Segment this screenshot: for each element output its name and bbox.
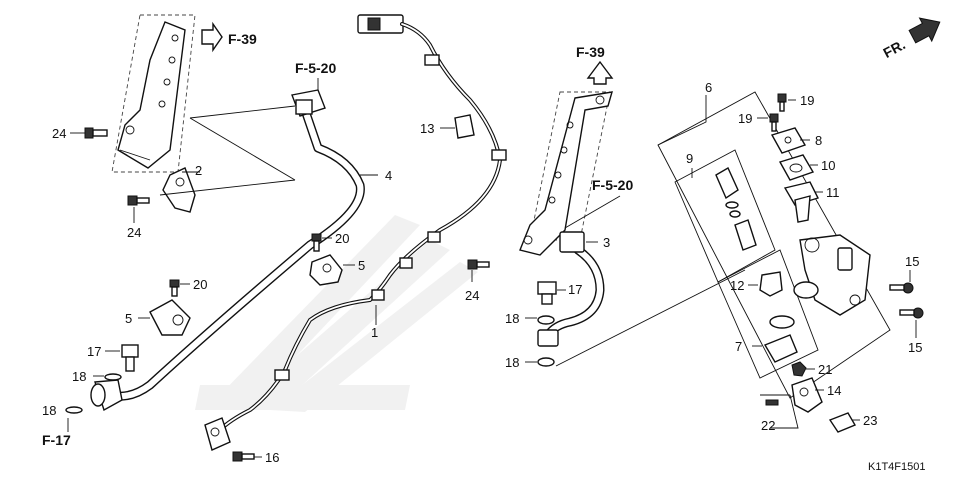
- callout-17a: 17: [87, 344, 101, 359]
- part-23-cap: [828, 412, 857, 433]
- callout-7: 7: [735, 339, 742, 354]
- part-17-bolt-left: [121, 344, 139, 372]
- ref-arrow-f39-center: [586, 60, 614, 85]
- part-18-washer-3: [537, 315, 555, 325]
- callout-5b: 5: [125, 311, 132, 326]
- part-5-clamp-upper: [309, 254, 343, 286]
- callout-18b: 18: [42, 403, 56, 418]
- part-19-bolt-2: [769, 113, 779, 132]
- part-13-clip: [454, 114, 475, 139]
- callout-16: 16: [265, 450, 279, 465]
- callout-15a: 15: [905, 254, 919, 269]
- callout-12: 12: [730, 278, 744, 293]
- left-bracket-group: [111, 14, 196, 173]
- part-16-bolt: [232, 451, 255, 462]
- callout-9: 9: [686, 151, 693, 166]
- callout-11: 11: [826, 185, 840, 200]
- callout-13: 13: [420, 121, 434, 136]
- ref-f39-center: F-39: [576, 44, 605, 60]
- direction-arrow-fr: FR.: [880, 17, 941, 61]
- callout-23: 23: [863, 413, 877, 428]
- part-4-brake-hose: [90, 89, 365, 412]
- callout-17b: 17: [568, 282, 582, 297]
- ref-f520-left: F-5-20: [295, 60, 336, 76]
- part-15-bolt-2: [899, 307, 924, 319]
- inner-group-7: [717, 249, 819, 379]
- part-24-bolt-lower: [127, 195, 150, 206]
- leader-line: [189, 105, 296, 119]
- part-21-nut: [791, 361, 807, 377]
- callout-8: 8: [815, 133, 822, 148]
- part-20-bolt-upper: [311, 233, 322, 252]
- part-22-pin: [765, 399, 779, 406]
- leader-line: [159, 179, 296, 196]
- callout-18d: 18: [505, 355, 519, 370]
- part-1-sensor-wire: [204, 14, 507, 451]
- callout-4: 4: [385, 168, 392, 183]
- part-24-bolt-upper: [84, 127, 108, 139]
- callout-3: 3: [603, 235, 610, 250]
- part-15-bolt-1: [889, 282, 914, 294]
- leader-line: [555, 269, 746, 367]
- part-18-washer-4: [537, 357, 555, 367]
- master-cylinder-body: [793, 234, 871, 316]
- ref-f17: F-17: [42, 432, 71, 448]
- leader-line: [189, 117, 296, 181]
- part-18-washer-1: [104, 373, 122, 381]
- callout-19b: 19: [738, 111, 752, 126]
- callout-2: 2: [195, 163, 202, 178]
- callout-20b: 20: [193, 277, 207, 292]
- direction-label: FR.: [880, 36, 907, 61]
- part-14-bracket: [791, 377, 823, 413]
- callout-5a: 5: [358, 258, 365, 273]
- callout-24c: 24: [465, 288, 479, 303]
- part-20-bolt-lower: [169, 279, 180, 297]
- leader-line: [564, 195, 621, 229]
- part-19-bolt-1: [777, 93, 787, 112]
- callout-15b: 15: [908, 340, 922, 355]
- part-2-bracket: [162, 167, 200, 213]
- part-24-bolt-center: [467, 259, 490, 270]
- callout-24a: 24: [52, 126, 66, 141]
- part-17-bolt-center: [537, 281, 557, 305]
- ref-f39-left: F-39: [228, 31, 257, 47]
- part-5-clamp-lower: [149, 299, 191, 336]
- callout-14: 14: [827, 383, 841, 398]
- callout-10: 10: [821, 158, 835, 173]
- piston-kit-group-9: [674, 149, 776, 283]
- diagram-code: K1T4F1501: [868, 461, 925, 473]
- part-11-diaphragm: [783, 181, 819, 223]
- master-cylinder-group-6: [657, 91, 891, 399]
- part-8-cap: [770, 127, 807, 154]
- part-18-washer-2: [65, 406, 83, 414]
- part-3-brake-hose: [537, 231, 605, 347]
- callout-1: 1: [371, 325, 378, 340]
- watermark-logo: [195, 215, 478, 412]
- callout-18c: 18: [505, 311, 519, 326]
- callout-6: 6: [705, 80, 712, 95]
- center-bracket-group: [519, 91, 613, 256]
- callout-22: 22: [761, 418, 775, 433]
- callout-24b: 24: [127, 225, 141, 240]
- callout-19a: 19: [800, 93, 814, 108]
- ref-f520-right: F-5-20: [592, 177, 633, 193]
- ref-arrow-f39-left: F-39: [201, 21, 257, 53]
- callout-21: 21: [818, 362, 832, 377]
- callout-20a: 20: [335, 231, 349, 246]
- callout-18a: 18: [72, 369, 86, 384]
- part-10-plate: [778, 154, 815, 181]
